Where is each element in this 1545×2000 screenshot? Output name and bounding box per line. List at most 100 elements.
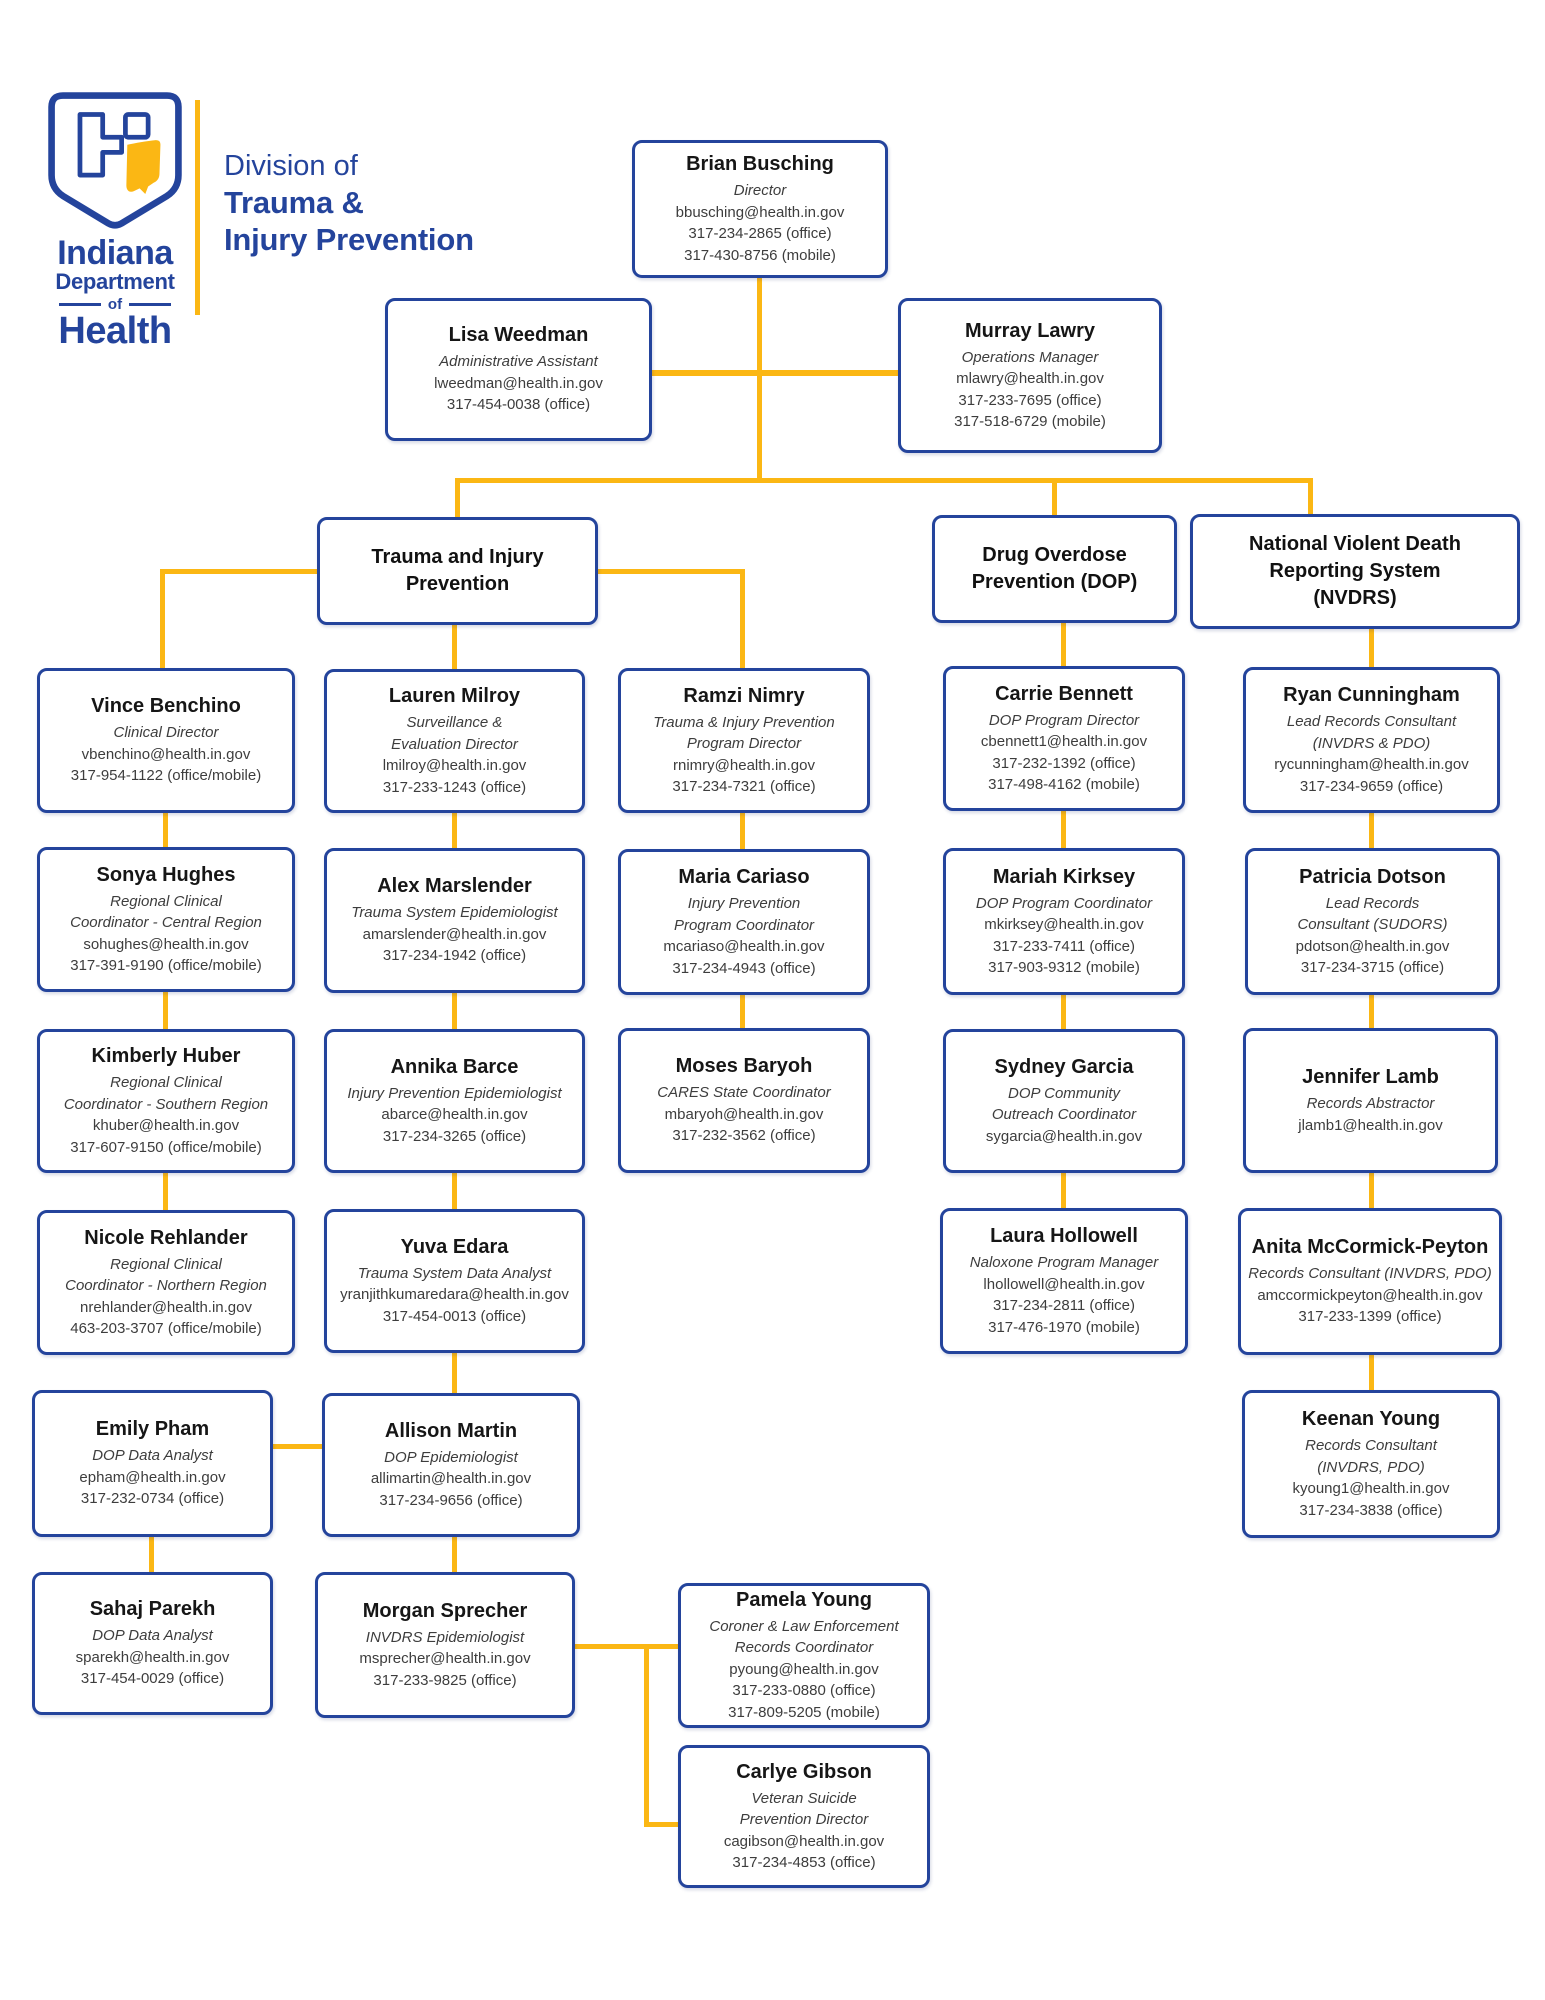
person-phone: 317-809-5205 (mobile) — [728, 1703, 880, 1721]
idoh-shield-icon — [48, 92, 182, 229]
connector-line — [270, 1444, 325, 1449]
person-title: Consultant (SUDORS) — [1297, 916, 1448, 933]
connector-line — [163, 989, 168, 1033]
connector-line — [452, 1534, 457, 1576]
brand-name-of: of — [25, 297, 205, 312]
person-phone: 317-232-0734 (office) — [80, 1490, 225, 1508]
person-name: Brian Busching — [686, 153, 834, 175]
person-phone: 317-234-9659 (office) — [1299, 777, 1444, 795]
person-phone: 317-233-7411 (office) — [992, 937, 1136, 955]
person-phone: 317-234-4853 (office) — [732, 1854, 876, 1871]
person-title: Outreach Coordinator — [991, 1106, 1137, 1124]
group-label: Reporting System — [1269, 560, 1441, 582]
person-title: Injury Prevention — [687, 895, 801, 912]
person-title: Records Consultant — [1305, 1437, 1437, 1454]
connector-line — [455, 478, 1313, 483]
person-title: Records Coordinator — [734, 1639, 874, 1657]
person-phone: 317-234-3715 (office) — [1300, 959, 1445, 976]
person-name: Ramzi Nimry — [683, 684, 805, 707]
brand-name-department: Department — [55, 269, 175, 294]
person-title: Trauma System Epidemiologist — [351, 904, 558, 922]
person-title: DOP Program Director — [988, 711, 1140, 729]
connector-line — [1052, 478, 1057, 521]
person-email: allimartin@health.in.gov — [370, 1470, 532, 1488]
connector-line — [740, 569, 745, 672]
person-phone: 317-234-7321 (office) — [672, 778, 816, 795]
person-name: Vince Benchino — [91, 695, 241, 718]
connector-line — [452, 1350, 457, 1397]
person-name: Sydney Garcia — [994, 1055, 1134, 1078]
connector-line — [452, 1170, 457, 1213]
division-prefix: Division of — [224, 150, 358, 182]
connector-line — [1369, 626, 1374, 671]
person-name: Yuva Edara — [400, 1235, 509, 1258]
person-phone: 317-498-4162 (mobile) — [988, 776, 1140, 793]
person-phone: 317-454-0013 (office) — [382, 1307, 527, 1325]
person-name: Kimberly Huber — [91, 1045, 241, 1067]
person-title: Trauma & Injury Prevention — [653, 713, 835, 731]
person-name: Emily Pham — [95, 1418, 210, 1441]
person-title: Clinical Director — [113, 724, 219, 742]
header-divider — [195, 100, 200, 315]
person-name: Carrie Bennett — [995, 682, 1133, 705]
person-email: rnimry@health.in.gov — [673, 756, 815, 774]
group-label: Drug Overdose — [982, 544, 1127, 566]
connector-line — [644, 1822, 682, 1827]
person-title: Coroner & Law Enforcement — [709, 1617, 899, 1635]
person-phone: 317-233-9825 (office) — [373, 1671, 517, 1689]
person-email: pyoung@health.in.gov — [729, 1660, 879, 1678]
connector-line — [652, 370, 898, 376]
person-name: Sonya Hughes — [96, 863, 236, 886]
connector-line — [160, 569, 165, 672]
person-email: sohughes@health.in.gov — [83, 935, 249, 953]
group-label: Prevention — [405, 573, 510, 595]
person-name: Moses Baryoh — [675, 1055, 813, 1078]
person-email: yranjithkumaredara@health.in.gov — [340, 1286, 569, 1304]
person-email: sparekh@health.in.gov — [75, 1648, 230, 1666]
person-email: abarce@health.in.gov — [381, 1106, 528, 1124]
person-title: Lead Records — [1325, 894, 1420, 912]
person-name: Lisa Weedman — [448, 324, 589, 347]
person-title: DOP Data Analyst — [92, 1627, 213, 1645]
connector-line — [455, 478, 460, 523]
person-email: kyoung1@health.in.gov — [1292, 1480, 1450, 1497]
person-phone: 317-234-1942 (office) — [382, 947, 527, 965]
brand-name-of-text: of — [107, 296, 123, 313]
person-title: Naloxone Program Manager — [969, 1254, 1159, 1271]
person-phone: 317-234-9656 (office) — [379, 1491, 523, 1509]
idoh-logo: Indiana Department of Health — [25, 88, 205, 350]
person-name: Maria Cariaso — [678, 866, 810, 888]
person-email: mbaryoh@health.in.gov — [664, 1105, 824, 1123]
person-email: cbennett1@health.in.gov — [980, 733, 1148, 750]
brand-rule-left — [58, 303, 101, 306]
person-email: vbenchino@health.in.gov — [81, 745, 251, 763]
person-name: Carlye Gibson — [736, 1760, 872, 1783]
person-email: lhollowell@health.in.gov — [983, 1275, 1145, 1293]
person-name: Jennifer Lamb — [1302, 1066, 1439, 1088]
person-title: Regional Clinical — [110, 892, 222, 910]
connector-line — [1061, 1170, 1066, 1212]
person-name: Patricia Dotson — [1299, 865, 1446, 888]
person-name: Sahaj Parekh — [89, 1598, 216, 1621]
division-name-line2: Injury Prevention — [224, 222, 474, 257]
person-title: CARES State Coordinator — [657, 1084, 831, 1102]
division-name-line1: Trauma & — [224, 185, 364, 220]
person-email: mcariaso@health.in.gov — [663, 938, 825, 955]
person-email: amccormickpeyton@health.in.gov — [1257, 1286, 1483, 1304]
person-phone: 317-903-9312 (mobile) — [988, 959, 1140, 976]
person-email: rycunningham@health.in.gov — [1274, 756, 1469, 773]
